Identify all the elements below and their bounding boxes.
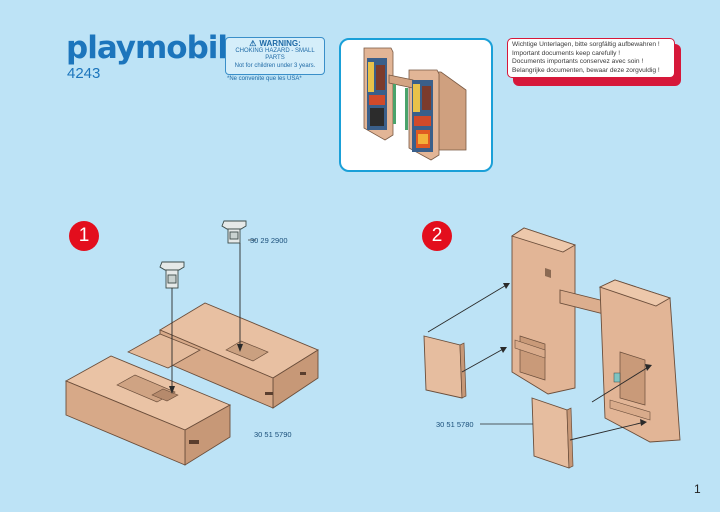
page-number: 1 xyxy=(694,482,701,496)
part-number-panel: 30 51 5780 xyxy=(436,420,474,429)
